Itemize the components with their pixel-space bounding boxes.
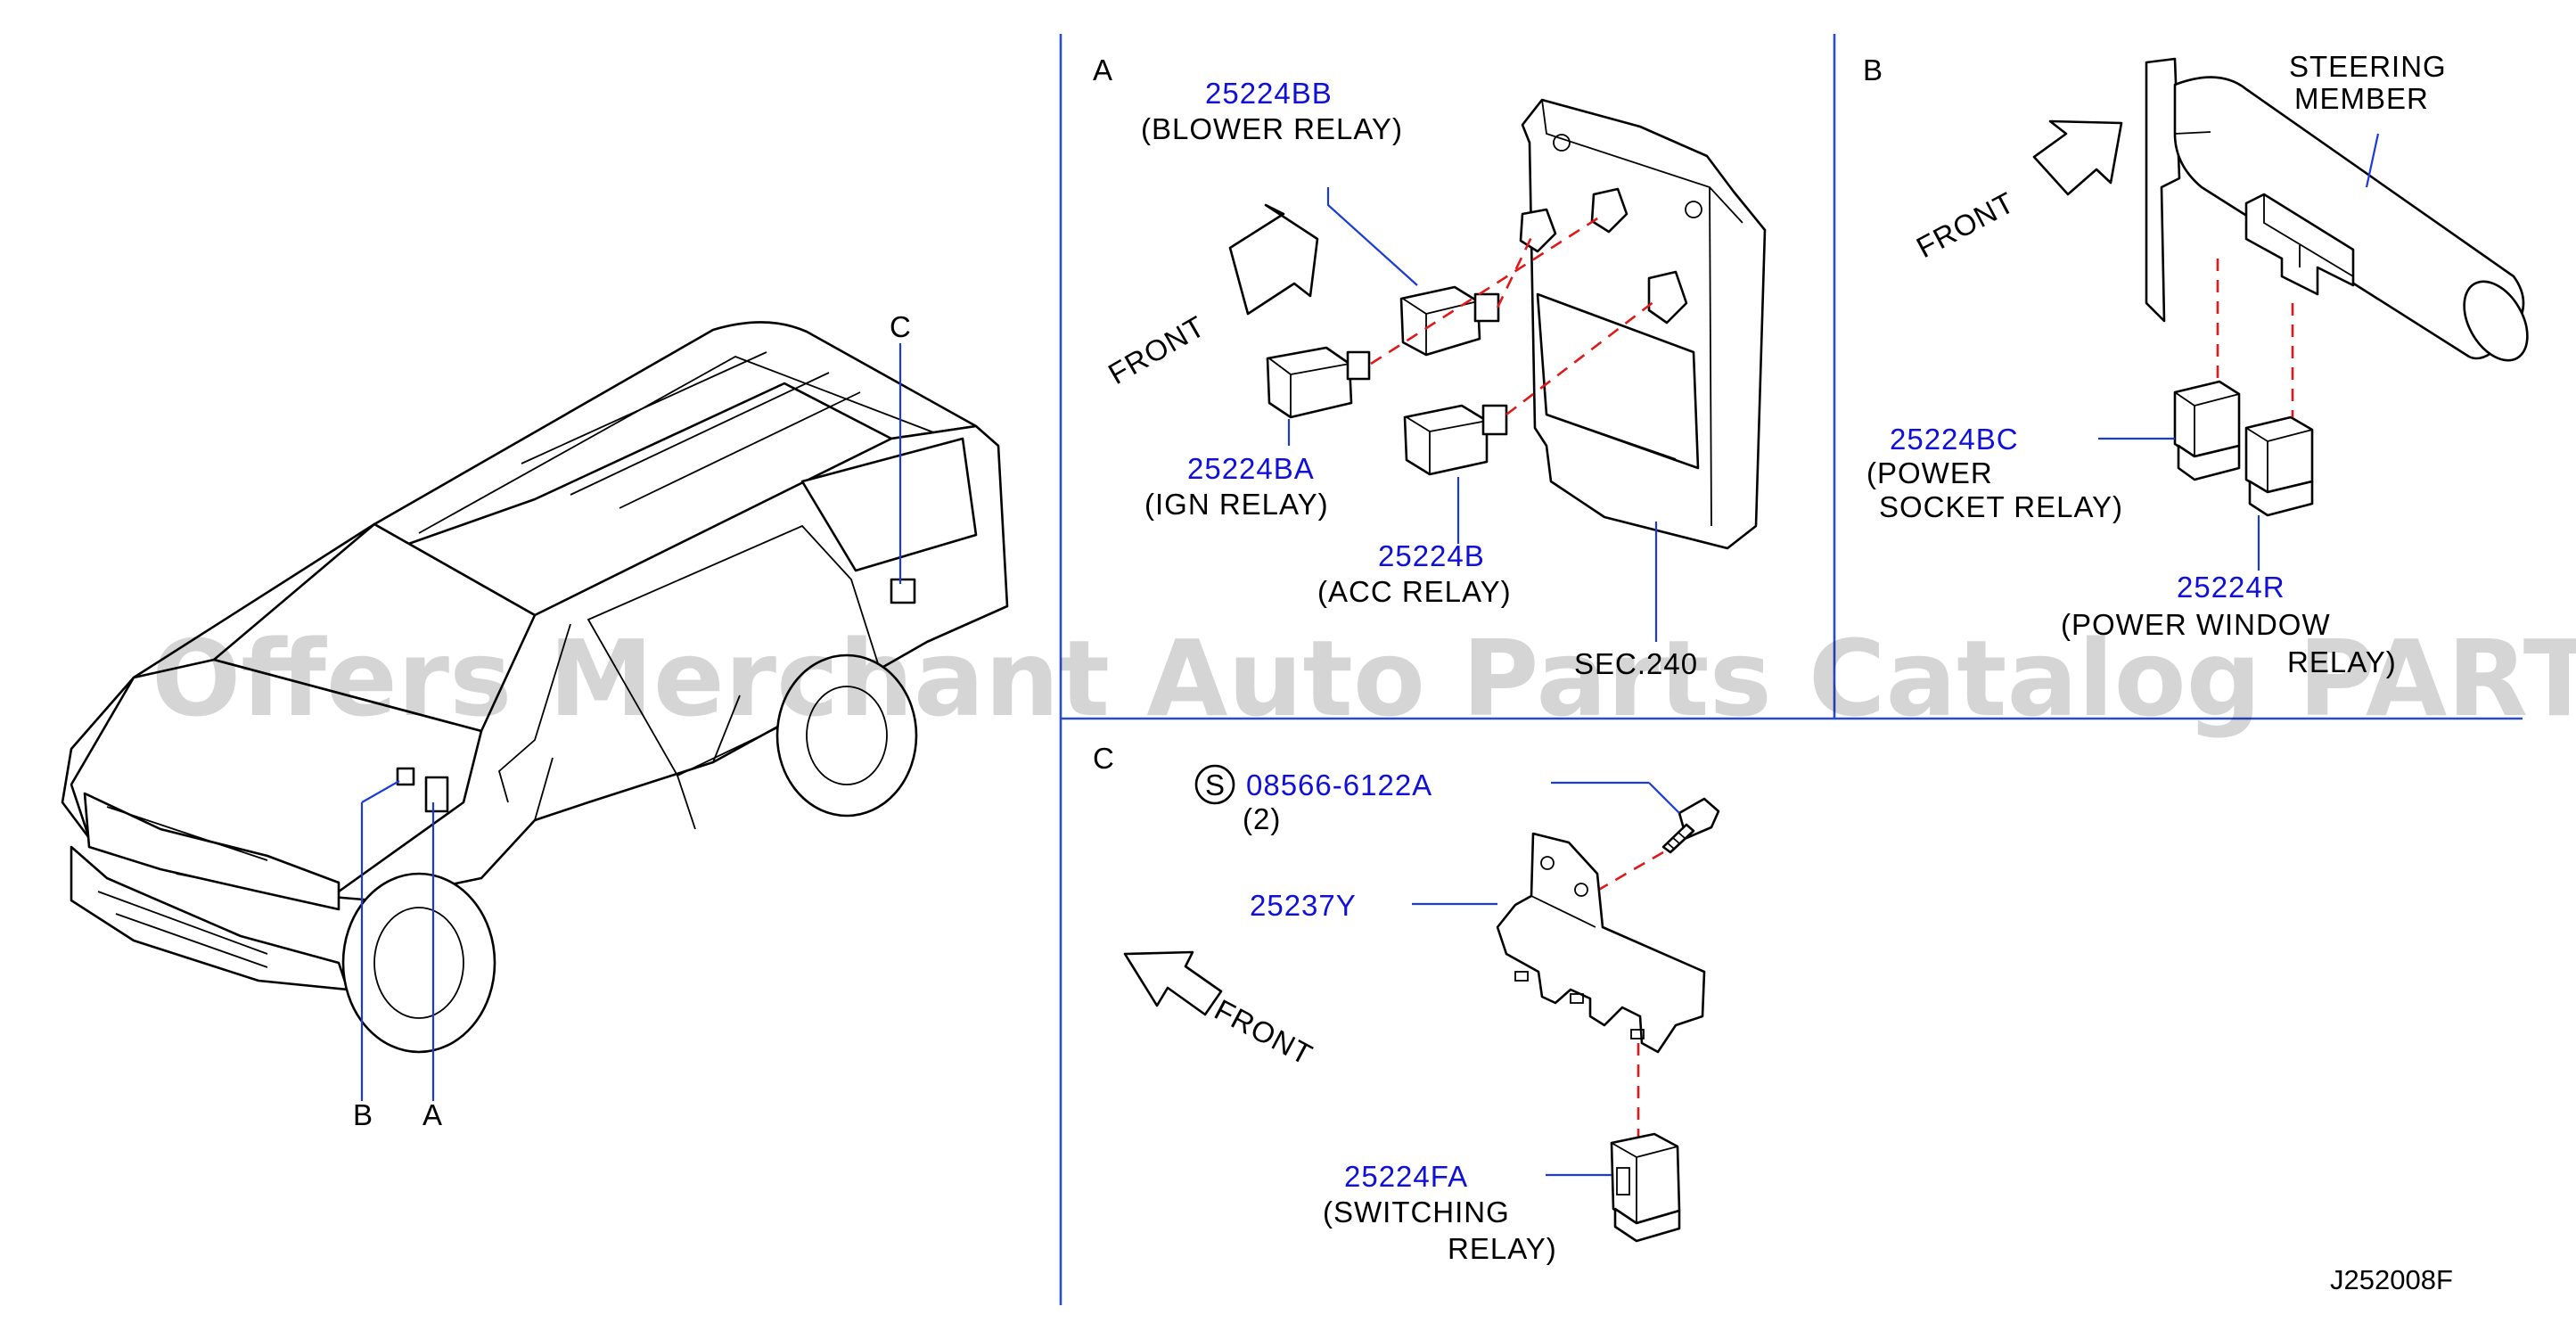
steering-member xyxy=(2145,57,2529,362)
vehicle-overview: C B A xyxy=(61,310,1009,1131)
power-window-relay-name-line2: RELAY) xyxy=(2287,645,2397,678)
steering-member-line1: STEERING xyxy=(2289,50,2447,83)
switching-relay xyxy=(1610,1132,1681,1243)
front-arrow-icon xyxy=(2032,119,2123,196)
section-reference: SEC.240 xyxy=(1574,647,1698,680)
panel-b-letter: B xyxy=(1863,53,1883,86)
callout-a: A xyxy=(422,1098,443,1131)
panel-a-front-label: FRONT xyxy=(1103,309,1210,390)
front-arrow-icon xyxy=(1123,950,1223,1016)
blower-relay xyxy=(1399,285,1500,357)
panel-b-front-label: FRONT xyxy=(1911,185,2020,264)
standard-part-symbol: S xyxy=(1194,764,1235,805)
panel-c-letter: C xyxy=(1093,742,1115,775)
power-socket-relay-name-line2: SOCKET RELAY) xyxy=(1879,490,2123,523)
callout-c: C xyxy=(890,310,912,343)
screw-part-number: 08566-6122A xyxy=(1246,768,1432,801)
power-socket-relay-name-line1: (POWER xyxy=(1866,456,1993,489)
diagram-code: J252008F xyxy=(2330,1264,2453,1295)
callout-b: B xyxy=(353,1098,373,1131)
bracket-part-number: 25237Y xyxy=(1250,889,1357,922)
switching-relay-name-line1: (SWITCHING xyxy=(1323,1196,1510,1228)
blower-relay-part-number: 25224BB xyxy=(1205,77,1333,110)
vehicle-drawing xyxy=(61,321,1009,1054)
power-socket-relay-part-number: 25224BC xyxy=(1890,423,2019,456)
module-relay-sockets xyxy=(1519,187,1688,325)
watermark: Offers Merchant Auto Parts Catalog PARTS… xyxy=(152,617,2576,740)
screw xyxy=(1661,797,1720,854)
bracket xyxy=(1496,832,1706,1054)
front-arrow-icon xyxy=(1228,203,1319,316)
panel-c-front-label: FRONT xyxy=(1210,993,1318,1072)
acc-relay xyxy=(1403,404,1508,476)
power-window-relay-part-number: 25224R xyxy=(2177,571,2285,604)
switching-relay-part-number: 25224FA xyxy=(1344,1160,1468,1193)
power-socket-relay xyxy=(2173,380,2241,481)
ign-relay-name: (IGN RELAY) xyxy=(1144,488,1329,521)
acc-relay-part-number: 25224B xyxy=(1378,539,1485,572)
panel-c: C FRONT S xyxy=(1093,742,1720,1265)
power-window-relay-name-line1: (POWER WINDOW xyxy=(2061,608,2331,641)
panel-dividers xyxy=(1059,34,2523,1305)
panel-a: A FRONT xyxy=(1093,53,1767,680)
panel-a-letter: A xyxy=(1093,53,1113,86)
switching-relay-name-line2: RELAY) xyxy=(1448,1232,1557,1265)
standard-part-symbol-letter: S xyxy=(1205,768,1226,801)
control-module xyxy=(1521,98,1767,550)
ign-relay-part-number: 25224BA xyxy=(1187,452,1315,485)
power-window-relay xyxy=(2244,415,2314,517)
steering-member-line2: MEMBER xyxy=(2294,82,2429,115)
screw-quantity: (2) xyxy=(1243,802,1281,835)
ign-relay xyxy=(1266,346,1371,419)
panel-b: B FRONT xyxy=(1863,50,2529,678)
vehicle-callouts: C B A xyxy=(353,310,912,1131)
acc-relay-name: (ACC RELAY) xyxy=(1317,575,1512,608)
blower-relay-name: (BLOWER RELAY) xyxy=(1141,112,1403,145)
